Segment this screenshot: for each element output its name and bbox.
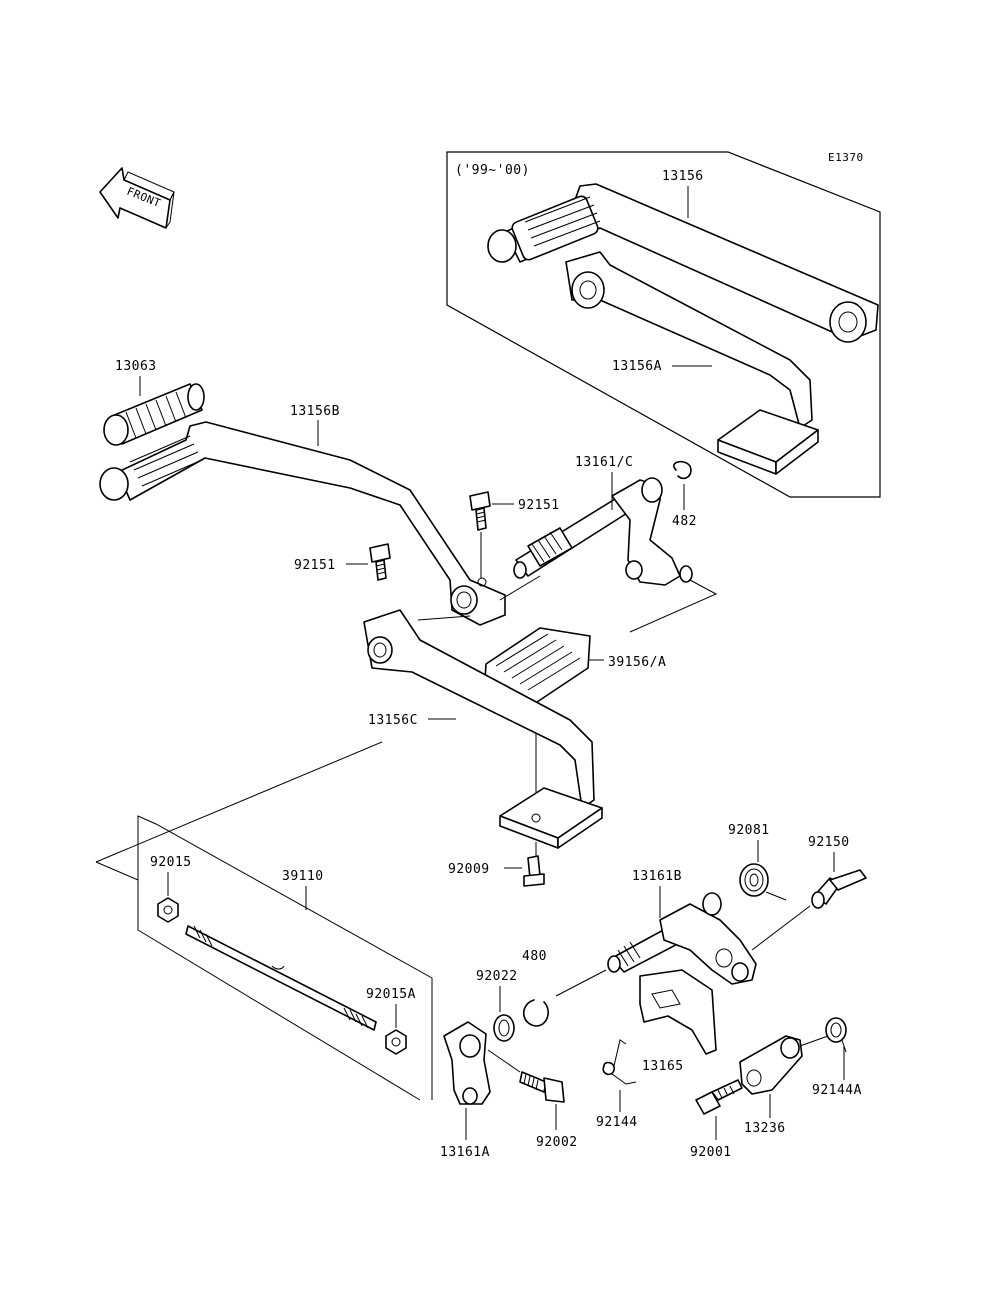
pedal-13156A [565,251,819,475]
label-13161A: 13161A [440,1145,490,1160]
spring-92081 [739,863,787,901]
label-482: 482 [672,514,697,529]
bolt-92151-b [369,543,391,581]
label-92002: 92002 [536,1135,578,1150]
clip-482 [673,460,692,480]
bolt-92009 [523,855,545,887]
label-92081: 92081 [728,823,770,838]
label-92144: 92144 [596,1115,638,1130]
rod-bracket-lines [95,815,433,1101]
label-92022: 92022 [476,969,518,984]
label-92009: 92009 [448,862,490,877]
label-39156A: 39156/A [608,655,666,670]
label-92015A: 92015A [366,987,416,1002]
shaft-13161C [513,477,693,586]
spring-92144 [602,1039,637,1085]
arm-13161A [443,1021,491,1105]
label-13161C: 13161/C [575,455,633,470]
label-39110: 39110 [282,869,324,884]
label-92151-a: 92151 [518,498,560,513]
label-13161B: 13161B [632,869,682,884]
label-13156A: 13156A [612,359,662,374]
label-13063: 13063 [115,359,157,374]
label-13156: 13156 [662,169,704,184]
label-92144A: 92144A [812,1083,862,1098]
circlip-480 [522,999,549,1027]
pin-92150 [811,869,867,909]
label-13165: 13165 [642,1059,684,1074]
nut-92015 [157,897,179,923]
inset-box: ('99~'00) 13156 13156A [446,151,881,498]
lever-13236 [739,1035,803,1095]
lever-13156C [363,609,603,849]
bolt-92151-a [469,491,491,531]
label-92151-b: 92151 [294,558,336,573]
label-13236: 13236 [744,1121,786,1136]
label-13156C: 13156C [368,713,418,728]
label-92015: 92015 [150,855,192,870]
grip-rubber-13063 [103,383,205,446]
label-480: 480 [522,949,547,964]
bolt-92001 [695,1079,743,1115]
nut-92015A [385,1029,407,1055]
lever-13156B [99,421,506,626]
shaft-13161B [607,892,757,985]
label-92150: 92150 [808,835,850,850]
rod-39110 [185,925,377,1031]
front-arrow-icon: FRONT [99,167,175,229]
diagram-code: E1370 [828,151,864,164]
label-92001: 92001 [690,1145,732,1160]
plate-13165 [639,969,717,1055]
spring-92144A [825,1017,847,1053]
washer-92022 [493,1014,515,1042]
pedal-13156 [487,183,879,343]
label-13156B: 13156B [290,404,340,419]
inset-note: ('99~'00) [455,163,530,178]
bolt-92002 [519,1071,565,1103]
